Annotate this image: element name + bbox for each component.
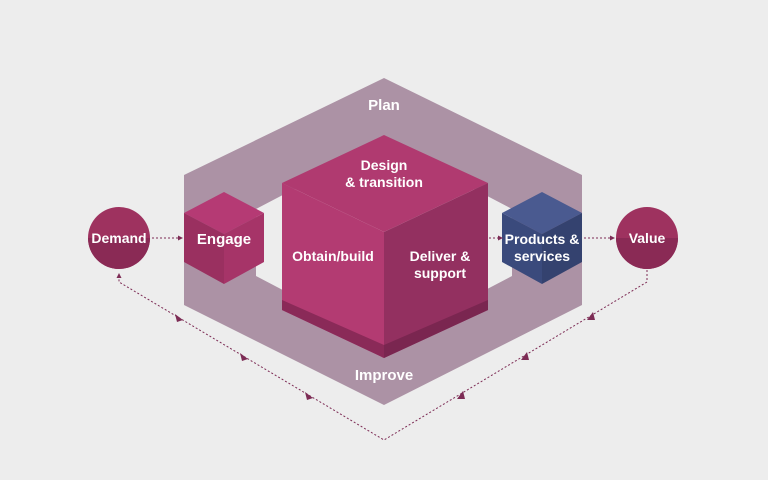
design-transition-label-line2: & transition <box>345 174 423 190</box>
feedback-loop <box>116 270 648 441</box>
value-label: Value <box>629 230 666 246</box>
central-cube <box>282 135 488 358</box>
value-circle <box>616 207 678 269</box>
products-services-label-line2: services <box>514 248 570 264</box>
flow-arrows <box>116 235 648 441</box>
products-services-cube <box>502 192 582 284</box>
engage-cube <box>184 192 264 284</box>
design-transition-label-line1: Design <box>361 157 408 173</box>
products-services-label-line1: Products & <box>505 231 580 247</box>
plan-label: Plan <box>368 97 400 114</box>
value-chain-ring <box>184 78 582 405</box>
deliver-support-label-line2: support <box>414 265 466 281</box>
obtain-build-label: Obtain/build <box>292 248 374 264</box>
demand-label: Demand <box>91 230 146 246</box>
engage-label: Engage <box>197 231 251 248</box>
improve-label: Improve <box>355 367 413 384</box>
feedback-chevrons <box>175 312 595 400</box>
demand-circle <box>88 207 150 269</box>
deliver-support-label-line1: Deliver & <box>410 248 471 264</box>
